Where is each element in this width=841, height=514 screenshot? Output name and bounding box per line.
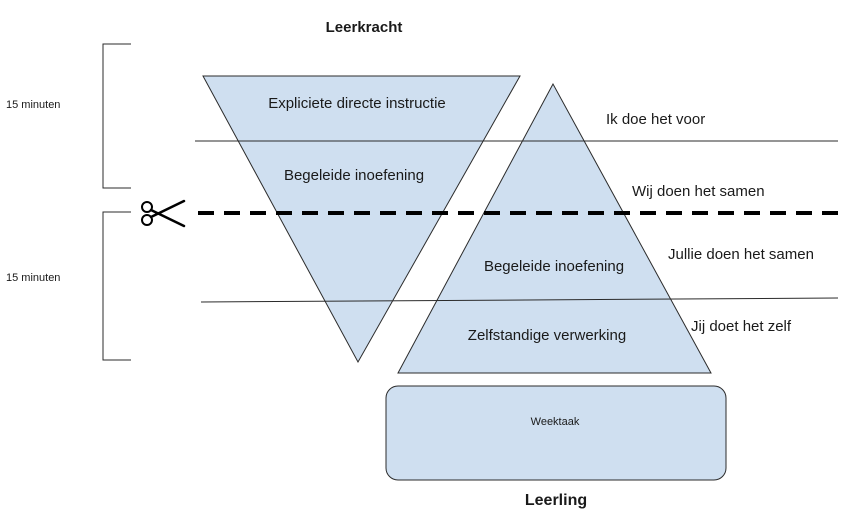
bracket-bottom: [102, 211, 131, 361]
phase-label-2: Wij doen het samen: [632, 183, 765, 200]
scissors-icon: [141, 199, 186, 228]
inverted-triangle: [202, 75, 521, 364]
upright-section-2-label: Zelfstandige verwerking: [468, 327, 626, 344]
top-label: Leerkracht: [326, 19, 403, 36]
bracket-label-bottom: 15 minuten: [6, 272, 60, 284]
weektaak-box: [385, 385, 727, 481]
phase-label-4: Jij doet het zelf: [691, 318, 792, 335]
weektaak-label: Weektaak: [531, 416, 580, 428]
bracket-top: [102, 43, 131, 189]
divider-line-2: [200, 297, 839, 303]
inverted-section-1-label: Expliciete directe instructie: [268, 95, 446, 112]
phase-label-1: Ik doe het voor: [606, 111, 705, 128]
inverted-section-2-label: Begeleide inoefening: [284, 167, 424, 184]
bottom-label: Leerling: [525, 492, 587, 509]
phase-label-3: Jullie doen het samen: [668, 246, 814, 263]
bracket-label-top: 15 minuten: [6, 99, 60, 111]
upright-section-1-label: Begeleide inoefening: [484, 258, 624, 275]
